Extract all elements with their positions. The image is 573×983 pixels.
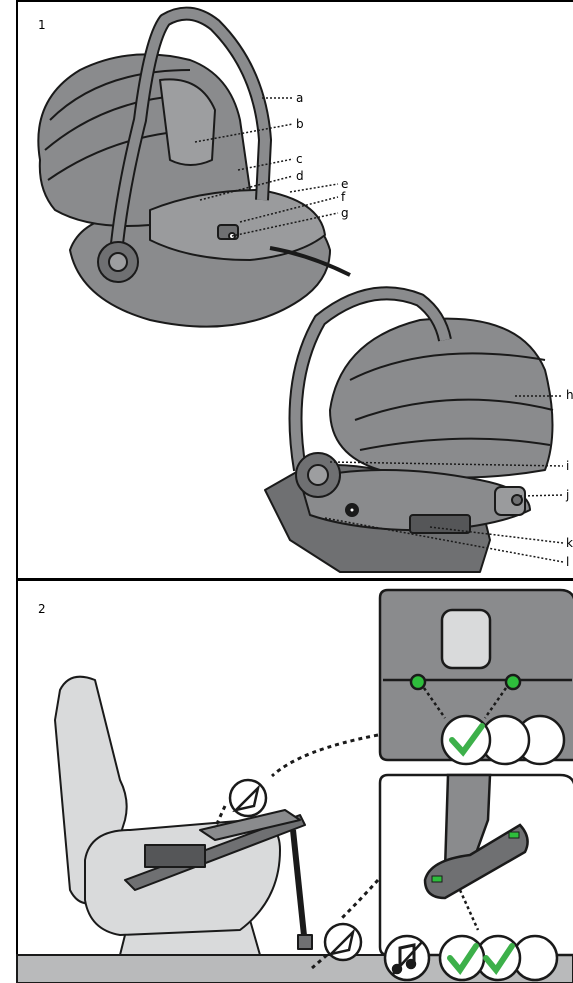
install-arrow-icon <box>230 780 266 816</box>
install-arrow-icon <box>325 924 361 960</box>
music-note-crossed-icon <box>385 936 429 980</box>
check-icon <box>440 936 557 980</box>
check-icon <box>442 716 564 764</box>
infant-carrier-front <box>38 14 350 327</box>
support-leg-detail-panel <box>380 775 573 955</box>
infant-carrier-side <box>265 293 553 572</box>
